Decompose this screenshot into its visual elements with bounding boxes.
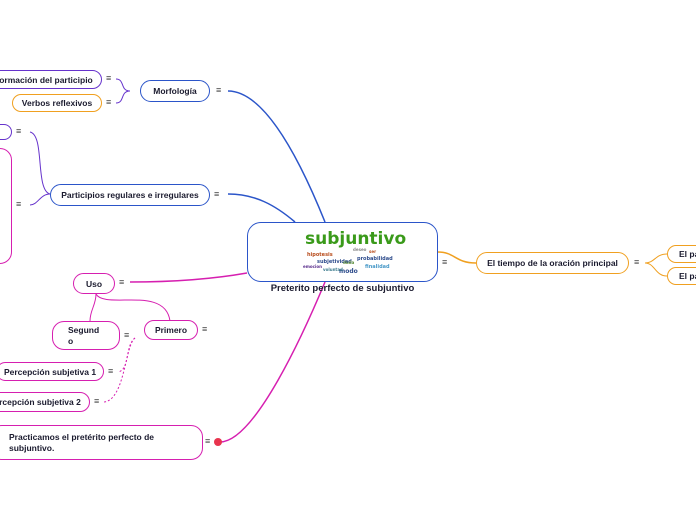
topic-label: Verbos reflexivos: [21, 98, 93, 108]
word-cloud-word: duda: [343, 260, 355, 265]
word-cloud-word: probabilidad: [357, 256, 393, 262]
topic-practicamos[interactable]: Practicamos el pretérito perfecto de sub…: [0, 425, 203, 460]
word-cloud-word: voluntad: [323, 267, 343, 272]
word-cloud-word: finalidad: [365, 264, 390, 270]
menu-icon[interactable]: ≡: [442, 257, 448, 267]
topic-el-pa-2[interactable]: El pa: [667, 267, 696, 285]
menu-icon[interactable]: ≡: [16, 126, 22, 136]
menu-icon[interactable]: ≡: [106, 73, 112, 83]
topic-label: rcepción subjetiva 2: [0, 397, 81, 407]
topic-el-pa-1[interactable]: El pa: [667, 245, 696, 263]
word-cloud-word: modo: [339, 268, 358, 275]
menu-icon[interactable]: ≡: [106, 97, 112, 107]
topic-label: El tiempo de la oración principal: [487, 258, 618, 268]
topic-label: Primero: [154, 325, 188, 335]
topic-primero[interactable]: Primero: [144, 320, 198, 340]
topic-label: Percepción subjetiva 1: [3, 366, 97, 377]
menu-icon[interactable]: ≡: [124, 330, 130, 340]
topic-label: ormación del participio: [0, 74, 93, 85]
word-cloud-word: subjetividad: [317, 259, 352, 265]
central-topic-title: Preterito perfecto de subjuntivo: [270, 283, 415, 294]
word-cloud-headline: subjuntivo: [305, 229, 407, 249]
topic-label: El pa: [679, 271, 696, 281]
word-cloud-word: emocion: [303, 264, 322, 269]
topic-tiempo-oracion-principal[interactable]: El tiempo de la oración principal: [476, 252, 629, 274]
topic-label-line1: Segund: [68, 324, 100, 335]
menu-icon[interactable]: ≡: [119, 277, 125, 287]
topic-verbos-reflexivos[interactable]: Verbos reflexivos: [12, 94, 102, 112]
menu-icon[interactable]: ≡: [205, 436, 211, 446]
topic-stub-top[interactable]: [0, 124, 12, 140]
topic-label: El pa: [679, 249, 696, 259]
topic-label-line2: o: [68, 335, 74, 346]
menu-icon[interactable]: ≡: [108, 366, 114, 376]
topic-percepcion-1[interactable]: Percepción subjetiva 1: [0, 362, 104, 381]
word-cloud-image: subjuntivo hipotesis subjetividad probab…: [303, 231, 406, 277]
topic-formacion-participio[interactable]: ormación del participio: [0, 70, 102, 89]
notification-dot: [214, 438, 222, 446]
word-cloud-word: hipotesis: [307, 252, 333, 258]
word-cloud-word: ser: [369, 249, 377, 254]
topic-morfologia[interactable]: Morfología: [140, 80, 210, 102]
topic-label-line1: Practicamos el pretérito perfecto de: [9, 431, 155, 442]
menu-icon[interactable]: ≡: [16, 199, 22, 209]
topic-label: Uso: [85, 278, 103, 289]
topic-label: Participios regulares e irregulares: [61, 190, 199, 200]
topic-stub-tall[interactable]: [0, 148, 12, 264]
menu-icon[interactable]: ≡: [214, 189, 220, 199]
word-cloud-word: deseo: [353, 247, 367, 252]
menu-icon[interactable]: ≡: [216, 85, 222, 95]
topic-participios[interactable]: Participios regulares e irregulares: [50, 184, 210, 206]
menu-icon[interactable]: ≡: [634, 257, 640, 267]
topic-label: Morfología: [153, 86, 197, 96]
topic-percepcion-2[interactable]: rcepción subjetiva 2: [0, 392, 90, 412]
menu-icon[interactable]: ≡: [202, 324, 208, 334]
topic-uso[interactable]: Uso: [73, 273, 115, 294]
central-topic[interactable]: subjuntivo hipotesis subjetividad probab…: [247, 222, 438, 294]
menu-icon[interactable]: ≡: [94, 396, 100, 406]
topic-label-line2: subjuntivo.: [9, 442, 55, 453]
topic-segundo[interactable]: Segund o: [52, 321, 120, 350]
